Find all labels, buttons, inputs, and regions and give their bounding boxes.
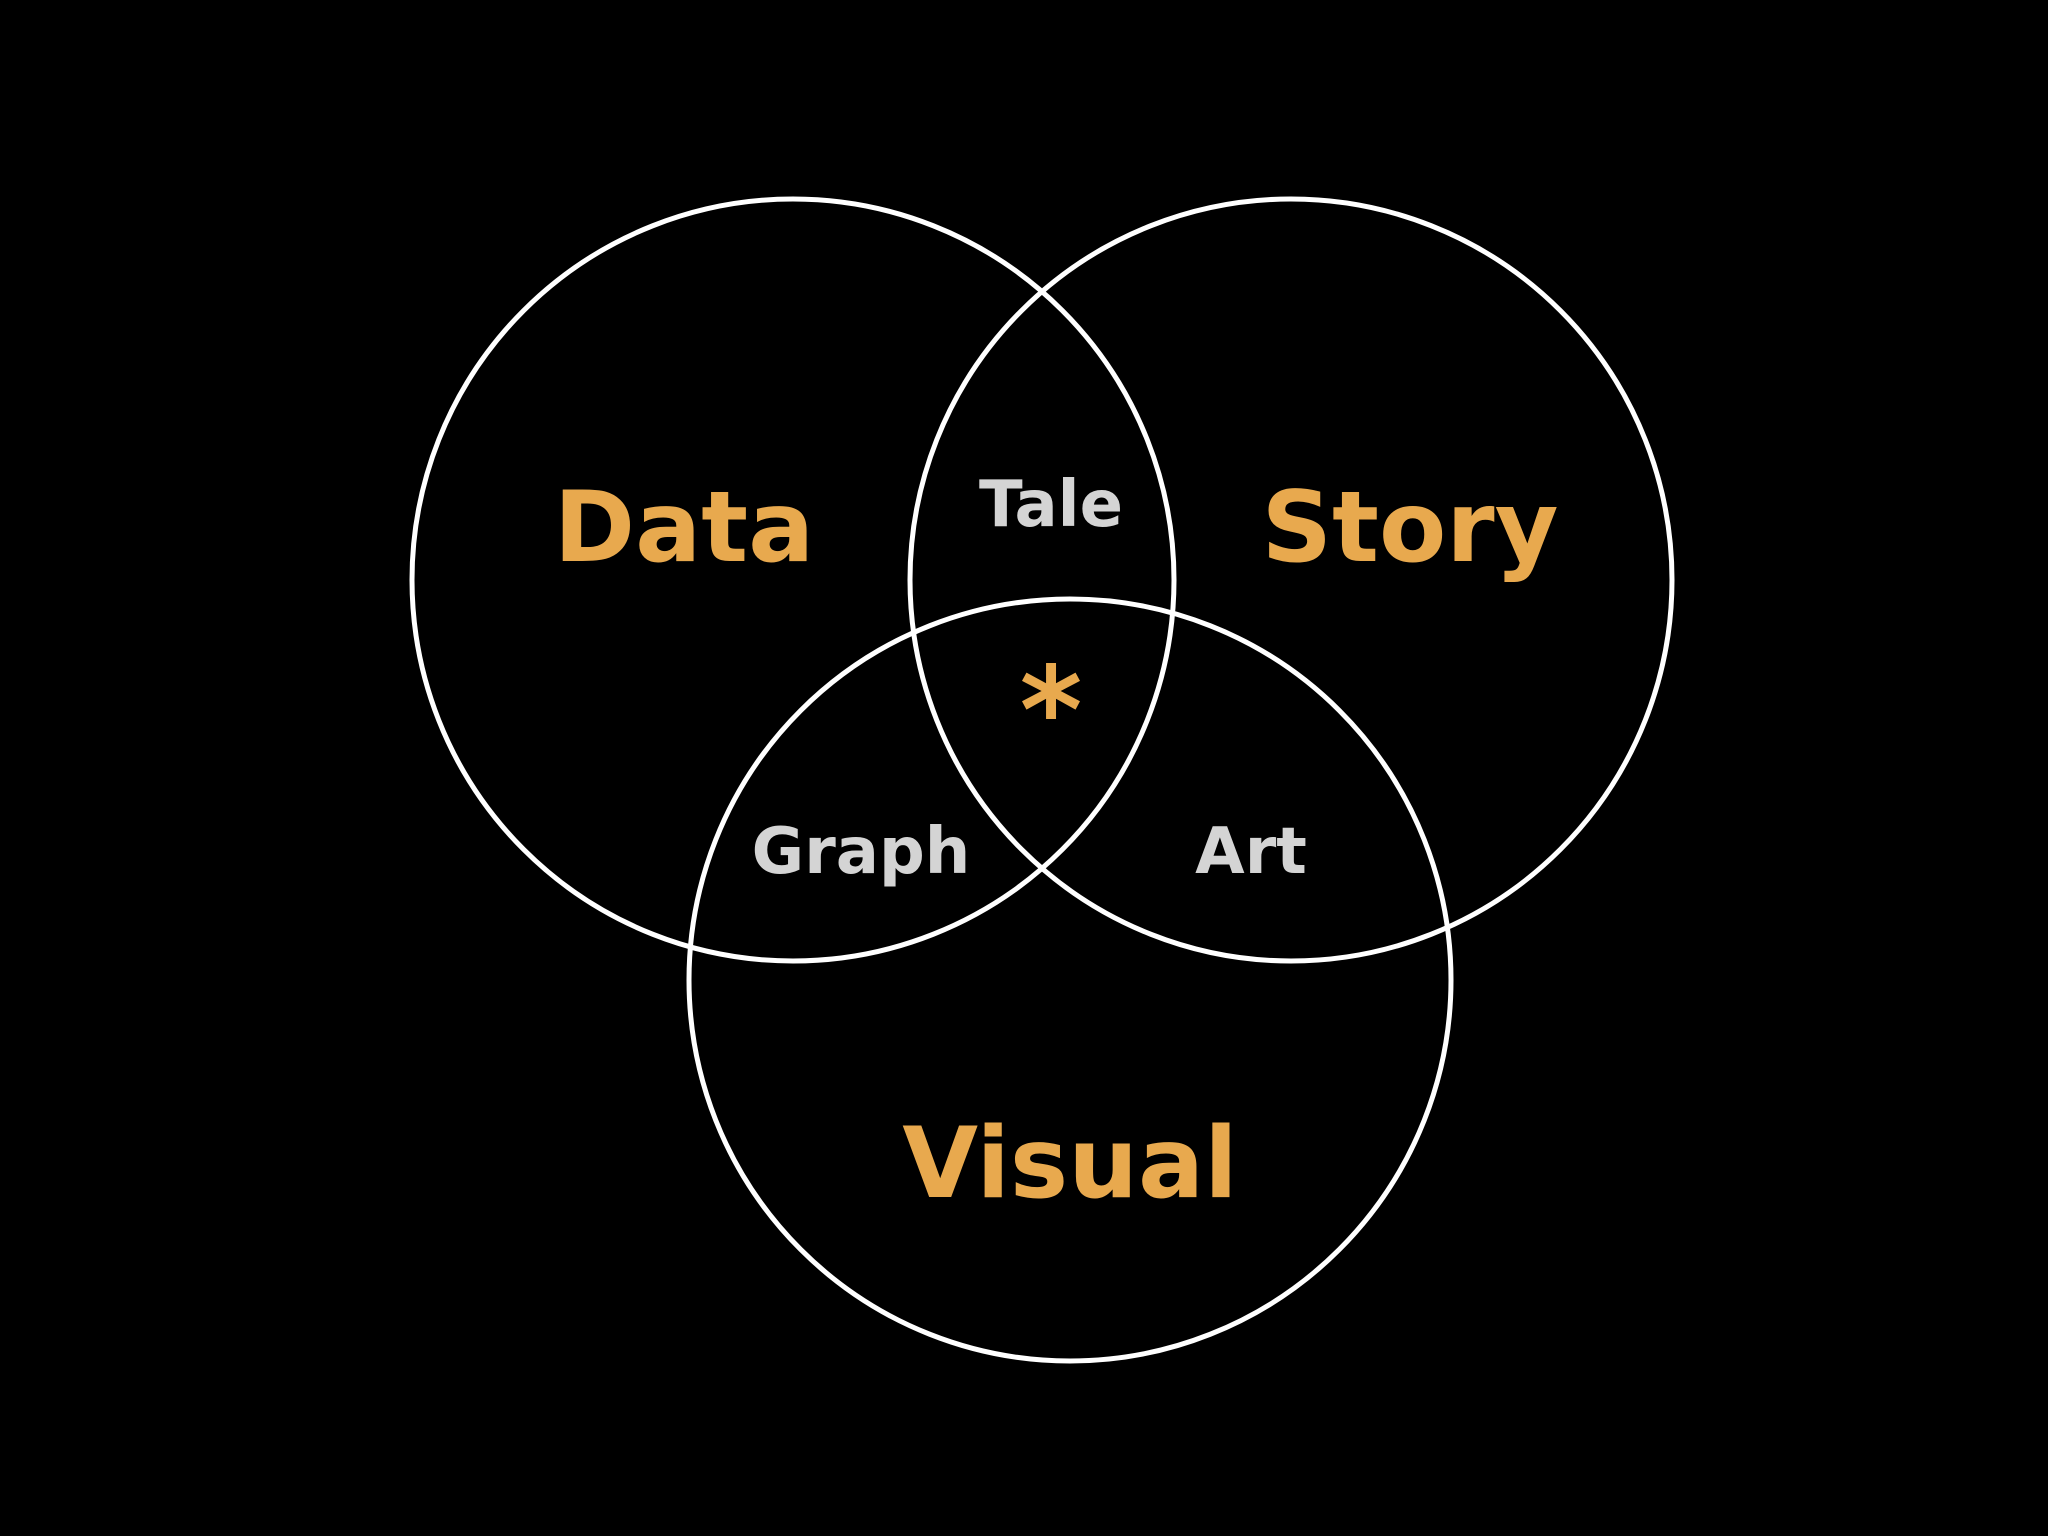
label-tale: Tale	[979, 468, 1123, 542]
label-graph: Graph	[752, 815, 971, 889]
label-visual: Visual	[902, 1107, 1238, 1221]
circle-visual	[686, 596, 1454, 1364]
circle-data	[409, 196, 1177, 964]
circle-story	[907, 196, 1675, 964]
center-asterisk-icon: *	[1020, 643, 1083, 782]
label-data: Data	[554, 471, 814, 585]
label-story: Story	[1262, 471, 1559, 585]
label-art: Art	[1195, 815, 1307, 889]
